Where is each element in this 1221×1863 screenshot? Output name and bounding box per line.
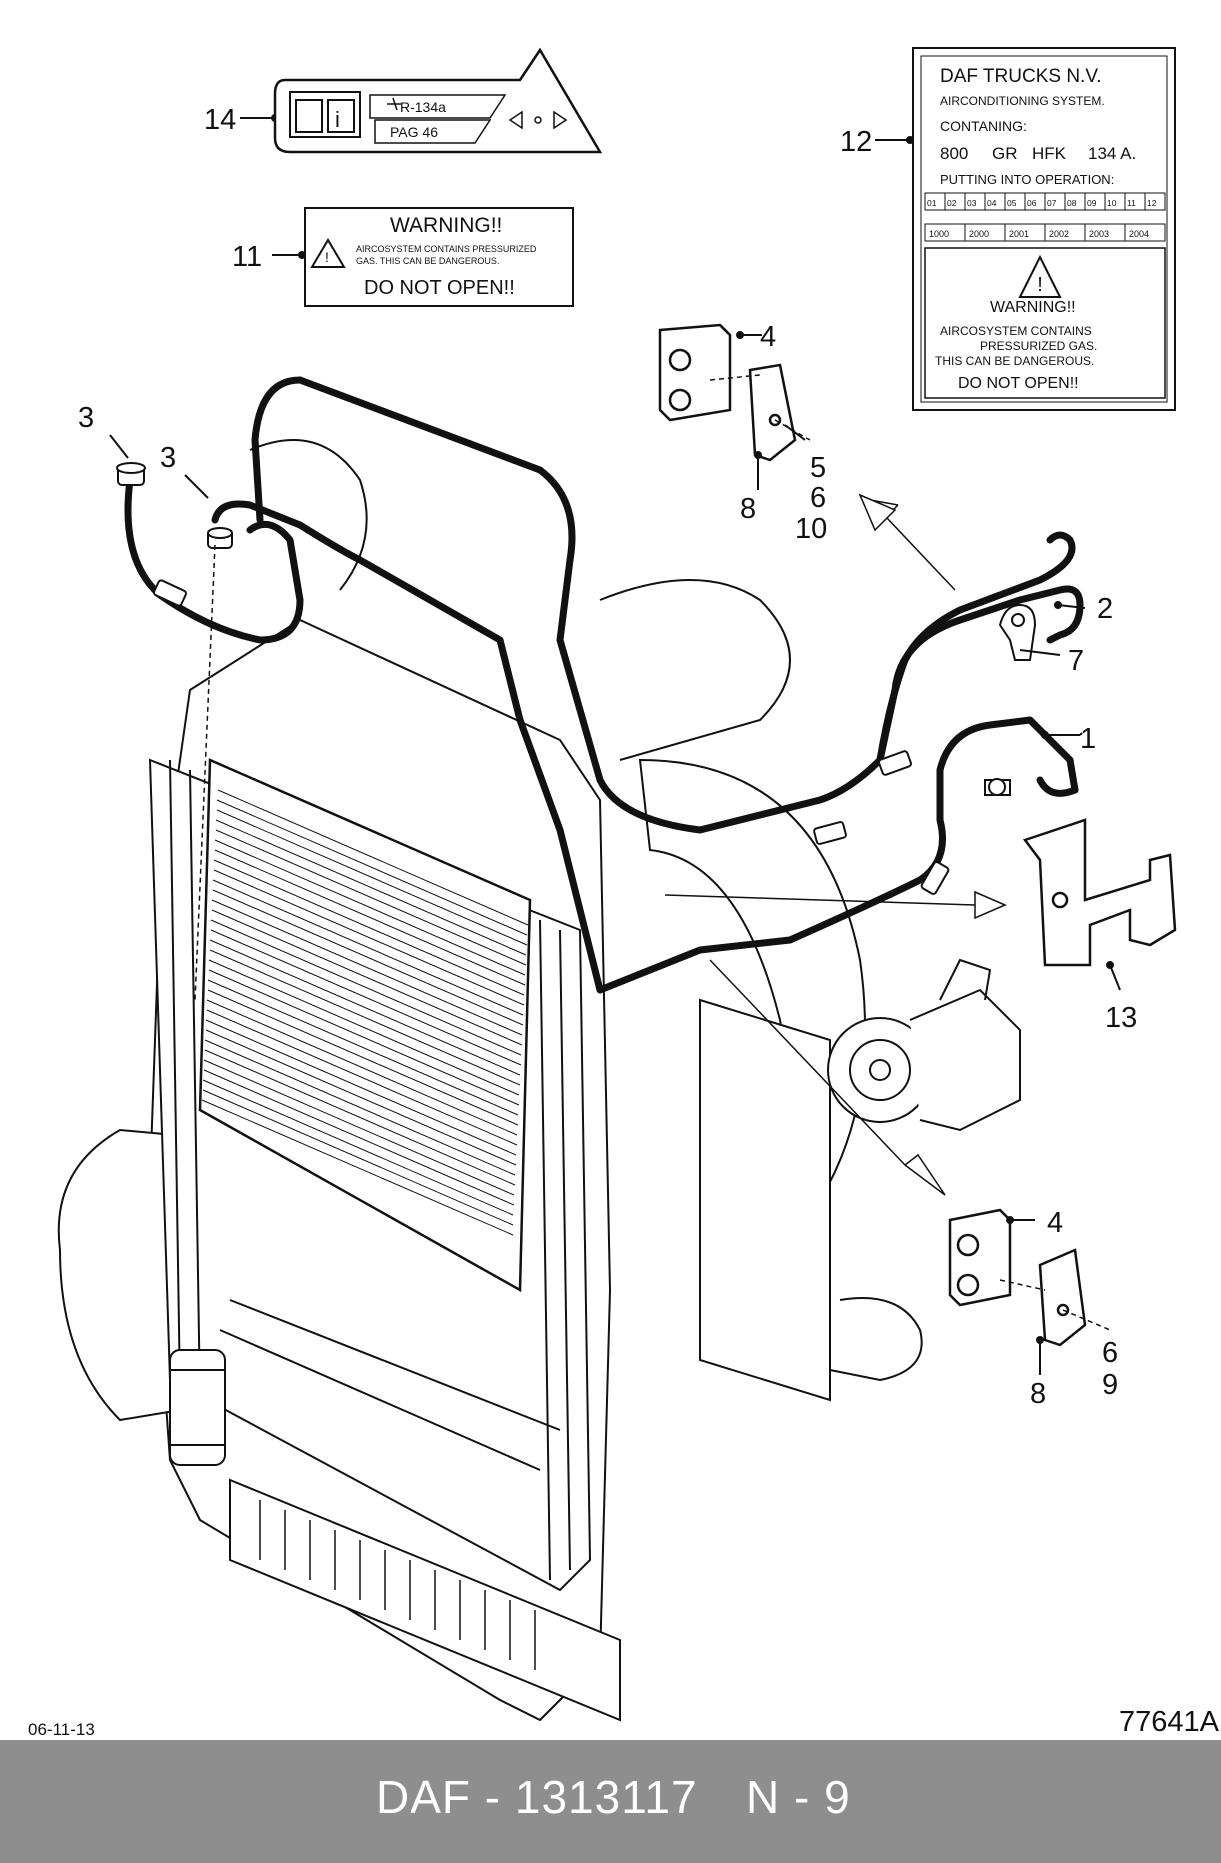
month-grid: 01 02 03 04 05 06 07 08 09 10 11 12 [924,192,1166,211]
month-cell: 03 [967,198,977,208]
refrigerant-type: R-134a [400,99,446,115]
callout-7: 7 [1068,645,1084,677]
warning-triangle-icon [508,110,568,130]
callout-leaders [109,114,1121,1375]
oil-type: PAG 46 [390,124,438,140]
system-label-12: DAF TRUCKS N.V. AIRCONDITIONING SYSTEM. … [912,47,1176,411]
year-cell: 2000 [969,229,989,239]
grille-slots [259,1500,536,1670]
month-cell: 12 [1147,198,1157,208]
warning-12-title: WARNING!! [990,299,1076,316]
svg-text:i: i [335,107,340,132]
month-cell: 04 [987,198,997,208]
svg-text:!: ! [325,249,329,265]
condenser-fins [201,789,529,1236]
gas-type: HFK [1032,144,1067,163]
ac-hoses [124,376,1084,994]
system-name: AIRCONDITIONING SYSTEM. [940,94,1105,108]
warning-12-line4: DO NOT OPEN!! [958,375,1079,392]
callout-6-upper: 6 [810,482,826,514]
month-cell: 10 [1107,198,1117,208]
bracket-13 [1022,818,1177,967]
year-cell: 2001 [1009,229,1029,239]
callout-8-upper: 8 [740,493,756,525]
clamp-block-upper [658,323,797,462]
warning-11-line1: AIRCOSYSTEM CONTAINS PRESSURIZED [356,244,537,254]
callout-9: 9 [1102,1369,1118,1401]
date-code: 06-11-13 [28,1720,95,1739]
ac-system-exploded-diagram: 1 2 3 3 4 4 5 6 6 7 8 8 9 10 11 12 13 14… [57,47,1177,1722]
year-cell: 2003 [1089,229,1109,239]
warning-icon [1018,254,1062,298]
callout-labels: 1 2 3 3 4 4 5 6 6 7 8 8 9 10 11 12 13 14 [78,104,1137,1410]
month-cell: 02 [947,198,957,208]
page-reference: N - 9 [746,1771,851,1823]
gas-code: 134 A. [1088,144,1136,163]
manual-book-icon: i [289,91,361,138]
warning-label-11: ! WARNING!! AIRCOSYSTEM CONTAINS PRESSUR… [304,207,574,307]
footer-bar [0,1740,1221,1863]
callout-3-right: 3 [160,442,176,474]
month-cell: 11 [1127,198,1136,208]
callout-1: 1 [1080,723,1096,755]
callout-3-left: 3 [78,402,94,434]
callout-4-lower: 4 [1047,1207,1063,1239]
containing-label: CONTANING: [940,118,1027,134]
callout-6-lower: 6 [1102,1337,1118,1369]
month-cell: 06 [1027,198,1037,208]
callout-5: 5 [810,452,826,484]
clamp-and-bolt [984,603,1037,796]
compressor [827,958,1021,1132]
hose-ferrules [153,579,950,895]
callout-4-upper: 4 [760,321,776,353]
year-cell: 1000 [929,229,949,239]
hose-end-fittings [116,462,233,549]
snowflake-icon [387,97,401,111]
callout-14: 14 [204,104,236,136]
brand-name: DAF TRUCKS N.V. [940,66,1102,87]
svg-text:!: ! [1037,274,1043,296]
clamp-block-lower [948,1208,1087,1347]
operation-label: PUTTING INTO OPERATION: [940,172,1114,187]
callout-10: 10 [795,513,827,545]
year-cell: 2002 [1049,229,1069,239]
month-cell: 07 [1047,198,1057,208]
callout-2: 2 [1097,593,1113,625]
warning-11-footer: DO NOT OPEN!! [364,277,515,299]
warning-11-title: WARNING!! [390,214,502,237]
callout-13: 13 [1105,1002,1137,1034]
callout-8-lower: 8 [1030,1378,1046,1410]
gas-amount: 800 [940,144,968,163]
part-number: DAF - 1313117 [376,1771,698,1823]
gas-unit: GR [992,144,1018,163]
year-grid: 1000 2000 2001 2002 2003 2004 [924,223,1166,242]
warning-icon [310,238,346,268]
month-cell: 09 [1087,198,1097,208]
callout-11: 11 [232,241,262,273]
callout-12: 12 [840,126,872,158]
year-cell: 2004 [1129,229,1149,239]
warning-11-line2: GAS. THIS CAN BE DANGEROUS. [356,256,499,266]
month-cell: 05 [1007,198,1017,208]
warning-12-line3: THIS CAN BE DANGEROUS. [935,354,1094,368]
drawing-id: 77641A [1119,1706,1219,1738]
warning-12-line1: AIRCOSYSTEM CONTAINS [940,324,1092,338]
warning-12-line2: PRESSURIZED GAS. [980,339,1097,353]
month-cell: 01 [927,198,937,208]
direction-arrows [664,493,1007,1196]
month-cell: 08 [1067,198,1077,208]
refrigerant-label-14: i R-134a PAG 46 [273,47,603,154]
radiator-assembly [57,439,1021,1722]
